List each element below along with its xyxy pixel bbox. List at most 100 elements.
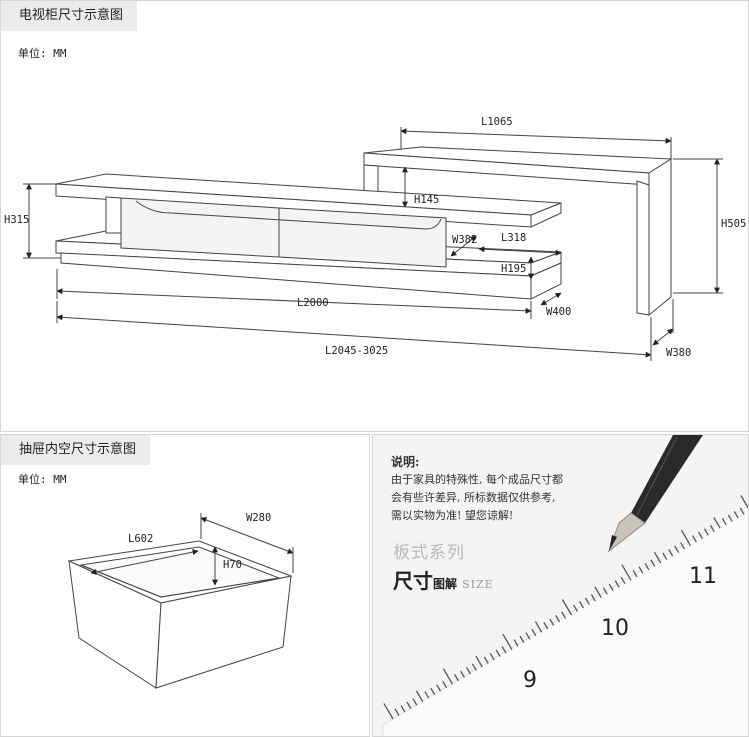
tv-cabinet-title: 电视柜尺寸示意图 xyxy=(1,1,138,31)
main-cabinet-body xyxy=(55,173,562,300)
ruler-tick xyxy=(415,690,424,702)
ruler-tick xyxy=(632,569,638,578)
ruler-tick xyxy=(680,529,692,546)
ruler-tick xyxy=(621,564,632,581)
ruler-tick xyxy=(727,514,733,522)
label-l2045-3025: L2045-3025 xyxy=(325,345,388,357)
ruler-tick xyxy=(594,586,602,598)
label-h505: H505 xyxy=(721,218,746,230)
ruler-tick xyxy=(394,708,400,716)
dimension-labels: L1065 H315 H145 W382 L318 H505 H195 L200… xyxy=(4,116,746,359)
drawer-dimension-lines xyxy=(90,513,294,586)
label-w382: W382 xyxy=(452,234,477,246)
ruler-tick xyxy=(614,580,620,588)
ruler-tick xyxy=(638,566,644,574)
ruler-tick xyxy=(703,528,709,536)
label-w380: W380 xyxy=(666,347,691,359)
ruler-tick xyxy=(644,563,650,571)
ruler-tick xyxy=(442,668,454,685)
label-l602: L602 xyxy=(128,533,153,545)
ruler-tick xyxy=(555,615,561,623)
brand-small-text: SIZE xyxy=(462,578,494,591)
label-h70: H70 xyxy=(223,559,242,571)
note-panel: 9 10 11 说明: 由于家具的特殊性, 每个成品尺寸都 会有些许差异, 所标… xyxy=(372,434,749,737)
ruler-tick xyxy=(495,649,501,657)
label-h145: H145 xyxy=(414,194,439,206)
ruler-tick xyxy=(519,635,525,644)
ruler-tick xyxy=(578,601,584,609)
ruler-tick xyxy=(573,604,579,612)
ruler-tick xyxy=(602,587,608,595)
brand-label: 尺寸图解 SIZE xyxy=(393,565,494,594)
ruler-tick xyxy=(584,597,590,605)
drawer-box xyxy=(67,540,293,689)
ruler-tick xyxy=(424,691,430,699)
drawer-dimension-labels: L602 W280 H70 xyxy=(128,512,271,571)
label-l318: L318 xyxy=(501,232,526,244)
ruler-tick xyxy=(713,517,721,529)
ruler-tick xyxy=(561,599,573,616)
brand-mid-text: 图解 xyxy=(433,577,458,591)
label-w400: W400 xyxy=(546,306,571,318)
ruler-number-10: 10 xyxy=(601,616,629,641)
ruler-tick xyxy=(721,517,727,526)
notice-line-3: 需以实物为准! 望您谅解! xyxy=(391,509,514,522)
ruler-number-11: 11 xyxy=(689,564,717,589)
tv-cabinet-drawing: L1065 H315 H145 W382 L318 H505 H195 L200… xyxy=(4,116,746,361)
tv-cabinet-unit: 单位: MM xyxy=(18,47,67,60)
ruler-tick xyxy=(534,621,543,633)
ruler-tick xyxy=(406,701,412,709)
ruler-pencil-image: 9 10 11 xyxy=(382,435,748,736)
ruler-tick xyxy=(483,656,489,664)
brand-big-text: 尺寸 xyxy=(393,569,433,593)
drawer-title: 抽屉内空尺寸示意图 xyxy=(1,435,151,465)
ruler-tick xyxy=(739,507,745,515)
ruler-tick xyxy=(412,698,418,706)
ruler-tick xyxy=(650,559,656,567)
ruler-tick xyxy=(442,680,448,689)
ruler-tick xyxy=(697,531,703,540)
series-label: 板式系列 xyxy=(393,543,465,563)
notice-text: 说明: 由于家具的特殊性, 每个成品尺寸都 会有些许差异, 所标数据仅供参考, … xyxy=(391,453,621,525)
drawer-panel: 抽屉内空尺寸示意图 单位: MM L602 W280 H70 xyxy=(0,434,370,737)
ruler-tick xyxy=(465,667,471,675)
ruler-tick xyxy=(502,633,513,650)
ruler-tick xyxy=(436,684,442,692)
ruler-tick xyxy=(531,628,537,637)
ruler-tick xyxy=(733,511,739,519)
notice-line-2: 会有些许差异, 所标数据仅供参考, xyxy=(391,491,556,504)
ruler-tick xyxy=(608,583,614,592)
ruler-tick xyxy=(501,646,507,654)
ruler-tick xyxy=(590,594,596,602)
ruler-tick xyxy=(543,621,549,630)
label-w280: W280 xyxy=(246,512,271,524)
ruler-tick xyxy=(674,545,680,553)
ruler-tick xyxy=(668,549,674,557)
ruler-number-9: 9 xyxy=(523,668,537,693)
label-l2000: L2000 xyxy=(297,297,329,309)
ruler-tick xyxy=(459,670,465,678)
ruler-tick xyxy=(662,552,668,560)
ruler-tick xyxy=(513,639,519,647)
ruler-tick xyxy=(471,663,477,671)
label-l1065: L1065 xyxy=(481,116,513,128)
ruler-tick xyxy=(620,576,626,585)
ruler-tick xyxy=(489,653,495,661)
ruler-tick xyxy=(561,611,567,619)
ruler: 9 10 11 xyxy=(382,495,748,736)
ruler-tick xyxy=(740,495,748,509)
pencil xyxy=(607,435,703,553)
ruler-tick xyxy=(709,524,715,533)
drawer-drawing: L602 W280 H70 xyxy=(67,512,294,689)
ruler-tick xyxy=(400,705,406,713)
ruler-tick xyxy=(383,703,394,720)
ruler-tick xyxy=(475,655,483,668)
drawer-unit: 单位: MM xyxy=(18,473,67,486)
dimension-lines xyxy=(23,127,723,361)
ruler-tick xyxy=(430,687,436,696)
tv-cabinet-panel: 电视柜尺寸示意图 单位: MM xyxy=(0,0,749,432)
notice-line-1: 由于家具的特殊性, 每个成品尺寸都 xyxy=(391,473,563,486)
notice-title: 说明: xyxy=(391,455,420,469)
ruler-tick xyxy=(525,632,531,640)
ruler-tick xyxy=(454,673,460,682)
